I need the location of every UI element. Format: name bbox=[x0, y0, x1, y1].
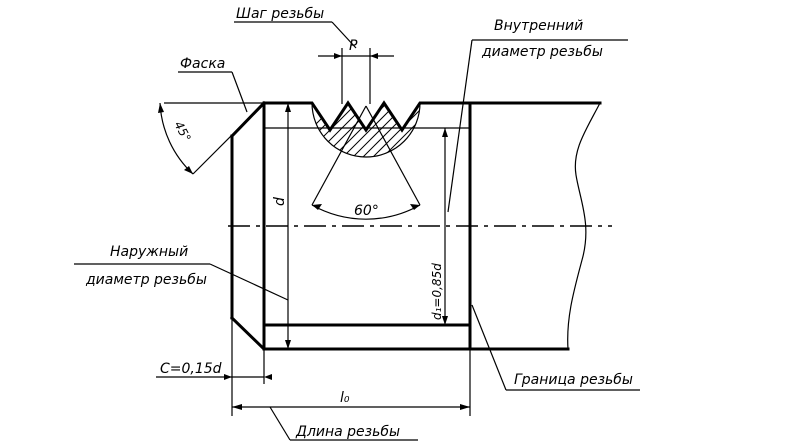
outer-diameter-leader bbox=[74, 263, 289, 301]
label-thread-angle: 60° bbox=[354, 203, 379, 219]
label-chamfer: Фаска bbox=[180, 56, 225, 72]
label-inner-diameter-2: диаметр резьбы bbox=[481, 44, 603, 60]
label-outer-diameter-2: диаметр резьбы bbox=[85, 272, 207, 288]
chamfer-annotation bbox=[158, 71, 265, 175]
label-thread-pitch: Шаг резьбы bbox=[236, 6, 324, 22]
top-edge bbox=[262, 100, 602, 133]
label-thread-length-symbol: l₀ bbox=[340, 390, 350, 406]
label-outer-diameter-1: Наружный bbox=[110, 244, 188, 260]
inner-diameter-leader bbox=[447, 39, 628, 213]
label-thread-length: Длина резьбы bbox=[295, 424, 400, 440]
thread-section bbox=[311, 102, 421, 158]
label-inner-diameter-formula: d₁=0,85d bbox=[430, 263, 444, 320]
label-inner-diameter-1: Внутренний bbox=[494, 18, 583, 34]
label-chamfer-angle: 45° bbox=[171, 119, 193, 144]
chamfer-size-dimension bbox=[156, 318, 272, 416]
label-chamfer-size: C=0,15d bbox=[160, 361, 222, 377]
label-outer-diameter-symbol: d bbox=[272, 197, 288, 206]
thread-angle-construction bbox=[311, 105, 421, 220]
pitch-dimension bbox=[234, 21, 394, 104]
thread-length-dimension bbox=[232, 349, 471, 441]
break-line bbox=[567, 102, 601, 350]
label-thread-boundary: Граница резьбы bbox=[514, 372, 633, 388]
thread-boundary-leader bbox=[471, 304, 640, 391]
outer-diameter-dimension bbox=[285, 103, 291, 349]
label-pitch-symbol: P bbox=[349, 38, 358, 54]
